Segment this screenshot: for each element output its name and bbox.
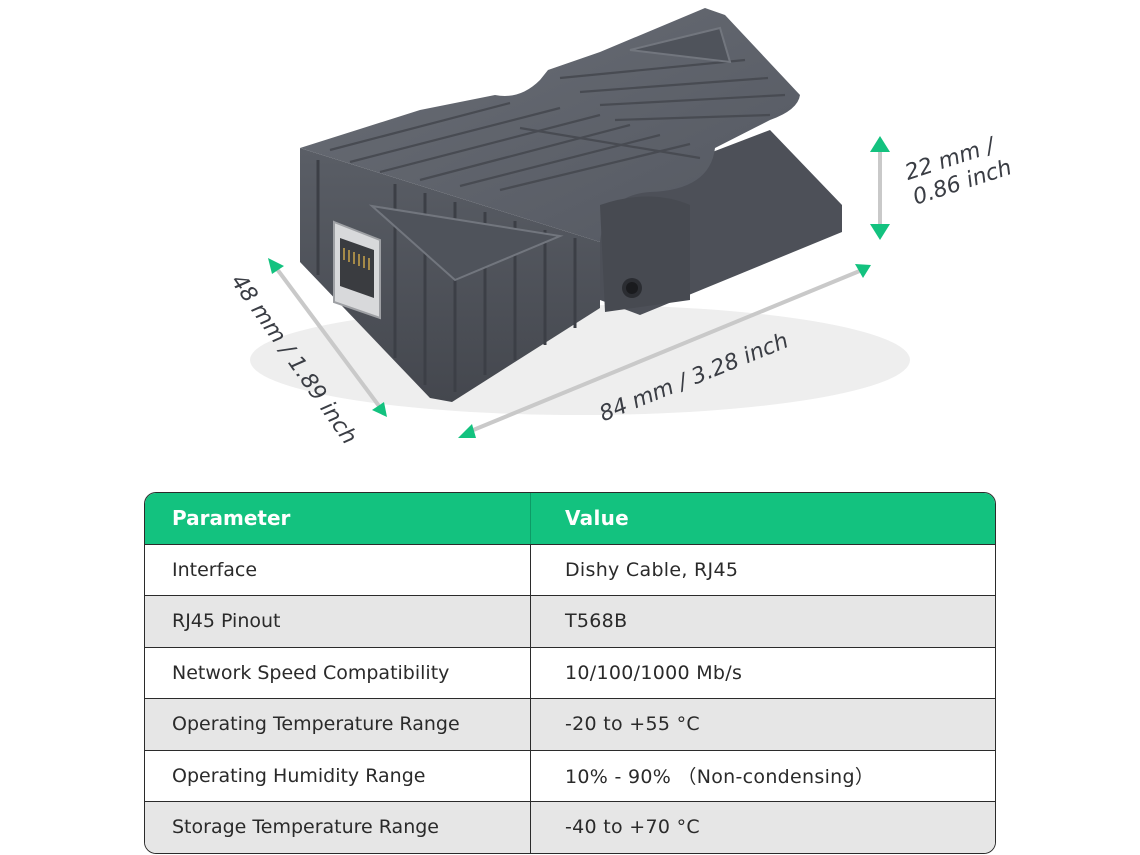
table-row: Operating Humidity Range 10% - 90% （Non-… xyxy=(145,749,995,801)
row-value: Dishy Cable, RJ45 xyxy=(565,558,739,581)
row-value: 10% - 90% （Non-condensing） xyxy=(565,766,875,789)
row-value: -20 to +55 °C xyxy=(565,713,700,736)
row-value: 10/100/1000 Mb/s xyxy=(565,661,743,684)
width-arrow-icon xyxy=(268,258,387,417)
row-parameter: Operating Temperature Range xyxy=(145,699,531,750)
device-shadow xyxy=(250,305,910,415)
column-header-parameter: Parameter xyxy=(145,493,531,544)
table-row: Storage Temperature Range -40 to +70 °C xyxy=(145,801,995,853)
table-row: Interface Dishy Cable, RJ45 xyxy=(145,543,995,595)
row-value: -40 to +70 °C xyxy=(565,816,700,839)
row-parameter: RJ45 Pinout xyxy=(145,596,531,647)
table-row: Operating Temperature Range -20 to +55 °… xyxy=(145,698,995,750)
row-parameter: Storage Temperature Range xyxy=(145,802,531,853)
device-body xyxy=(300,8,842,402)
product-figure: 22 mm / 0.86 inch 84 mm / 3.28 inch 48 m… xyxy=(226,8,1015,449)
product-illustration xyxy=(250,8,910,438)
row-parameter: Interface xyxy=(145,544,531,595)
row-value: T568B xyxy=(565,610,628,633)
rj45-port-icon xyxy=(333,220,381,320)
length-arrow-icon xyxy=(458,264,871,438)
row-parameter: Operating Humidity Range xyxy=(145,750,531,801)
table-row: RJ45 Pinout T568B xyxy=(145,595,995,647)
table-header-row: Parameter Value xyxy=(145,493,995,544)
height-arrow-icon xyxy=(870,136,890,240)
table-row: Network Speed Compatibility 10/100/1000 … xyxy=(145,646,995,698)
column-header-value: Value xyxy=(565,506,630,531)
row-parameter: Network Speed Compatibility xyxy=(145,647,531,698)
spec-table: Parameter Value Interface Dishy Cable, R… xyxy=(144,492,996,854)
